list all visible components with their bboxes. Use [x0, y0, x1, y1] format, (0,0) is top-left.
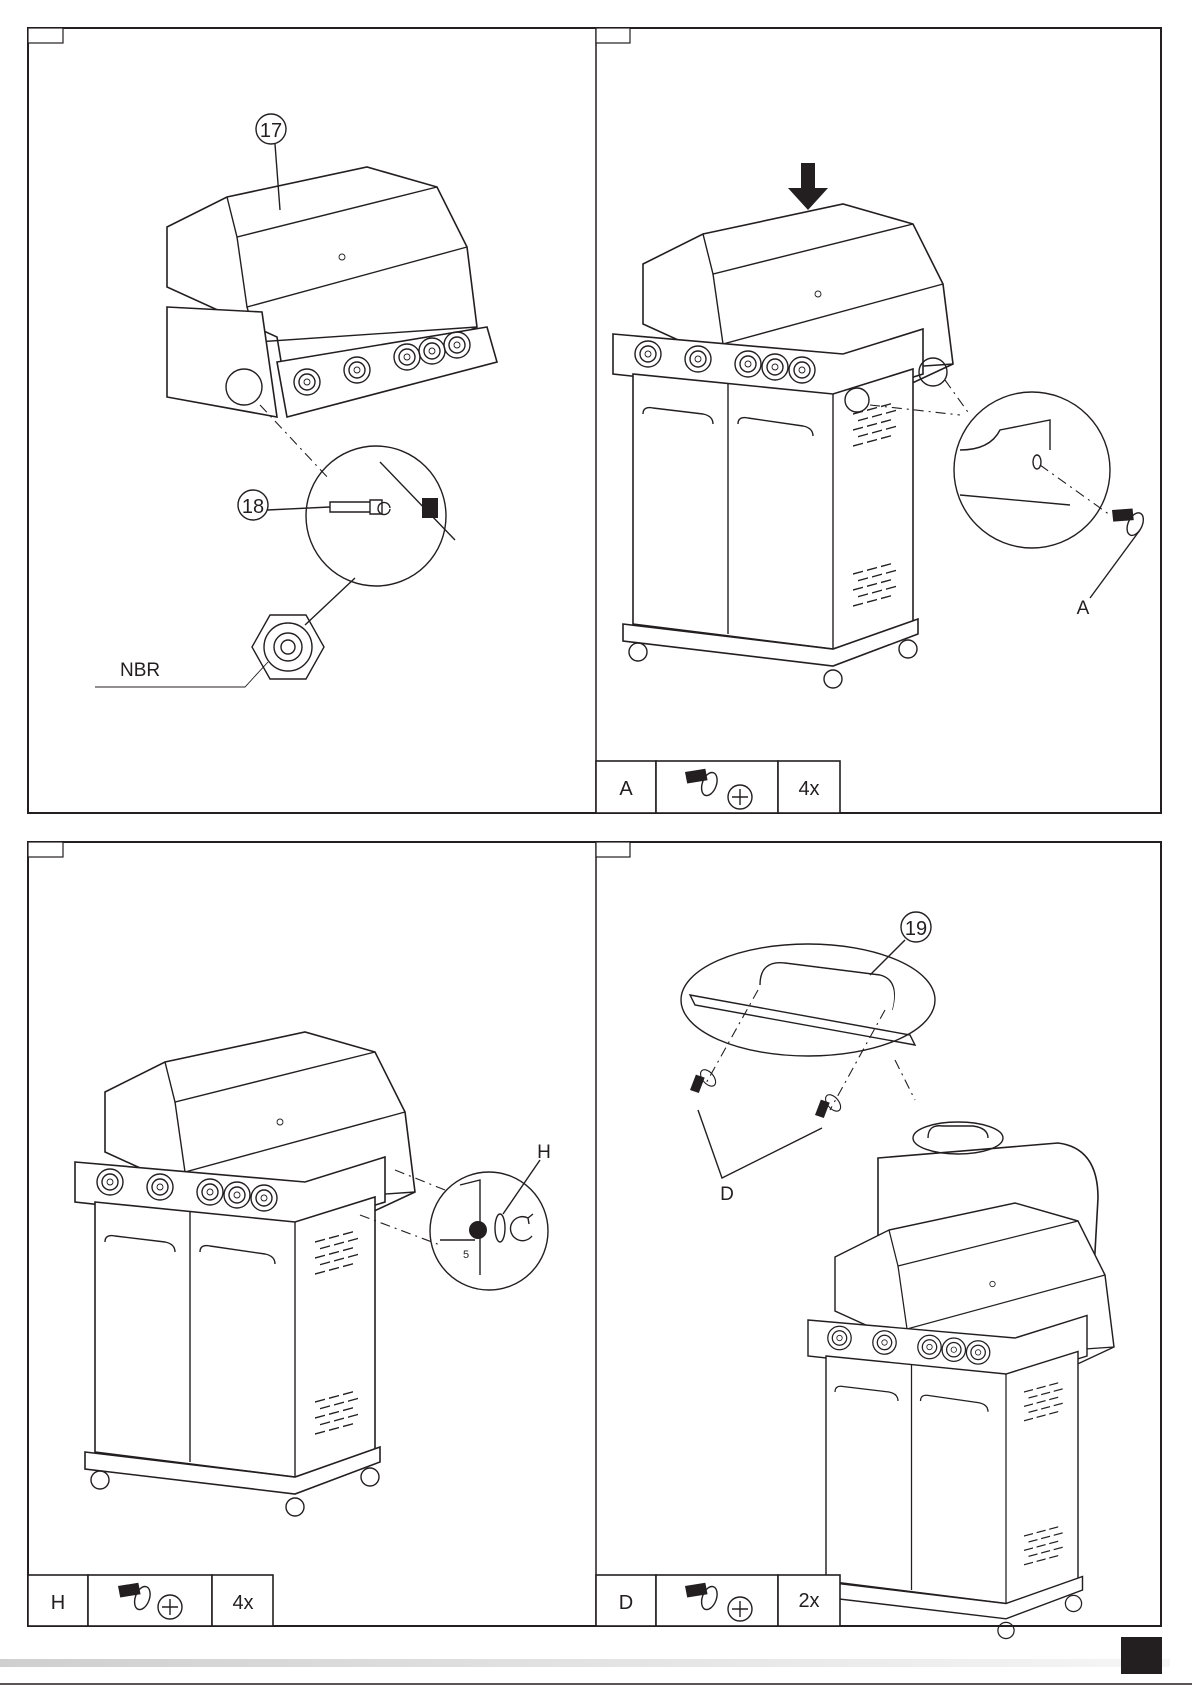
part-letter: H [51, 1592, 65, 1614]
callout-part-19: 19 [905, 918, 927, 940]
parts-table-step-2: A 4x [595, 760, 841, 814]
step-number-box [27, 27, 64, 44]
down-arrow-icon [788, 163, 828, 210]
grill-head-drawing [166, 166, 498, 418]
phillips-head-icon [157, 1594, 183, 1620]
part-letter: A [619, 778, 633, 800]
step-number-box [595, 27, 631, 44]
part-quantity: 4x [798, 778, 819, 800]
detail-zoom-circle [429, 1171, 549, 1291]
svg-text:5: 5 [463, 1249, 469, 1261]
detail-zoom-circle [305, 445, 447, 587]
step-number-box [595, 841, 631, 858]
detail-zoom-circle [953, 391, 1111, 549]
parts-table-step-3: H 4x [27, 1574, 274, 1627]
detail-zoom-ellipse [680, 943, 936, 1057]
hardware-label-h: H [537, 1142, 551, 1163]
footer-gradient-bar [0, 1659, 1170, 1667]
callout-part-18: 18 [242, 496, 264, 518]
callout-circle [255, 113, 287, 145]
nbr-label: NBR [120, 660, 160, 681]
phillips-head-icon [727, 784, 753, 810]
hardware-label-a: A [1077, 598, 1090, 619]
step-4-illustration: 19 D [680, 911, 1114, 1639]
part-quantity: 4x [232, 1592, 253, 1614]
step-1-illustration: 17 18 NBR [95, 113, 498, 688]
hardware-label-d: D [720, 1184, 734, 1205]
parts-table-step-4: D 2x [595, 1574, 841, 1627]
step-2-illustration: A [613, 163, 1148, 688]
panel-frame-bottom [27, 841, 1162, 1627]
cart-grill-drawing [613, 204, 953, 688]
page-marker-block [1121, 1637, 1162, 1674]
panel-frame-top [27, 27, 1162, 814]
callout-part-17: 17 [260, 120, 282, 142]
part-letter: D [619, 1592, 633, 1614]
open-lid-grill-drawing [808, 1121, 1114, 1639]
part-quantity: 2x [798, 1590, 819, 1612]
cart-grill-drawing [75, 1032, 415, 1516]
phillips-head-icon [727, 1596, 753, 1622]
step-3-illustration: 5 H [75, 1032, 551, 1516]
step-number-box [27, 841, 64, 858]
nut-hexagon [251, 614, 325, 680]
